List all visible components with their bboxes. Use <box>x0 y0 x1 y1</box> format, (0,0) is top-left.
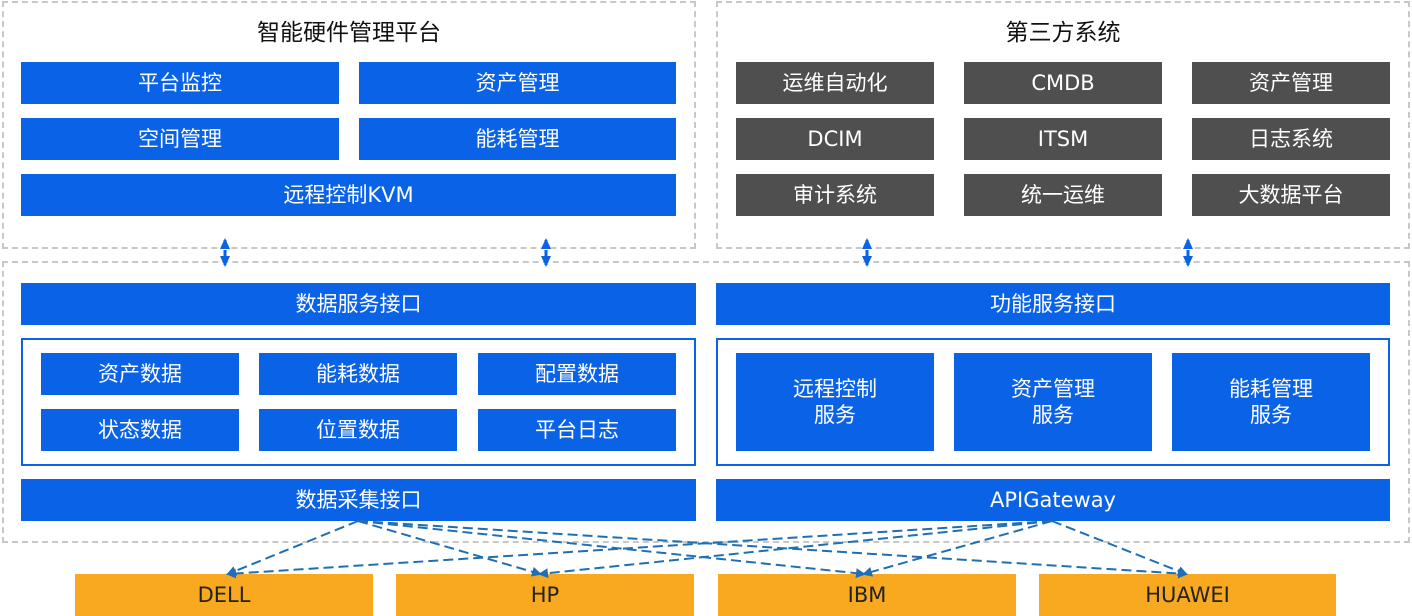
vendor-ibm: IBM <box>718 574 1016 616</box>
data-item-platform-log: 平台日志 <box>478 409 676 451</box>
data-items-group <box>21 338 696 466</box>
third-party-item-bigdata: 大数据平台 <box>1192 174 1390 216</box>
third-party-item-ops-automation: 运维自动化 <box>736 62 934 104</box>
energy-management-box: 能耗管理 <box>359 118 676 160</box>
third-party-item-itsm: ITSM <box>964 118 1162 160</box>
third-party-title: 第三方系统 <box>1005 20 1121 46</box>
data-service-interface: 数据服务接口 <box>21 283 696 325</box>
vendor-dell: DELL <box>75 574 373 616</box>
function-item-remote-control: 远程控制 服务 <box>736 353 934 451</box>
data-item-energy: 能耗数据 <box>259 353 457 395</box>
third-party-item-log: 日志系统 <box>1192 118 1390 160</box>
function-item-energy-management: 能耗管理 服务 <box>1172 353 1370 451</box>
space-management-box: 空间管理 <box>21 118 339 160</box>
function-items-group <box>716 338 1390 466</box>
platform-monitor-box: 平台监控 <box>21 62 339 104</box>
hardware-platform-title: 智能硬件管理平台 <box>257 20 441 46</box>
third-party-item-audit: 审计系统 <box>736 174 934 216</box>
third-party-item-dcim: DCIM <box>736 118 934 160</box>
data-item-asset: 资产数据 <box>41 353 239 395</box>
data-item-config: 配置数据 <box>478 353 676 395</box>
vendor-hp: HP <box>396 574 694 616</box>
function-item-asset-management: 资产管理 服务 <box>954 353 1152 451</box>
data-collect-interface: 数据采集接口 <box>21 479 696 521</box>
vendor-huawei: HUAWEI <box>1039 574 1336 616</box>
third-party-item-asset: 资产管理 <box>1192 62 1390 104</box>
remote-kvm-box: 远程控制KVM <box>21 174 676 216</box>
data-item-location: 位置数据 <box>259 409 457 451</box>
data-item-status: 状态数据 <box>41 409 239 451</box>
function-service-interface: 功能服务接口 <box>716 283 1390 325</box>
api-gateway: APIGateway <box>716 479 1390 521</box>
asset-management-box: 资产管理 <box>359 62 676 104</box>
hardware-platform-panel: 智能硬件管理平台 <box>2 1 696 249</box>
third-party-item-cmdb: CMDB <box>964 62 1162 104</box>
third-party-item-unified-ops: 统一运维 <box>964 174 1162 216</box>
third-party-panel: 第三方系统 <box>716 1 1410 249</box>
